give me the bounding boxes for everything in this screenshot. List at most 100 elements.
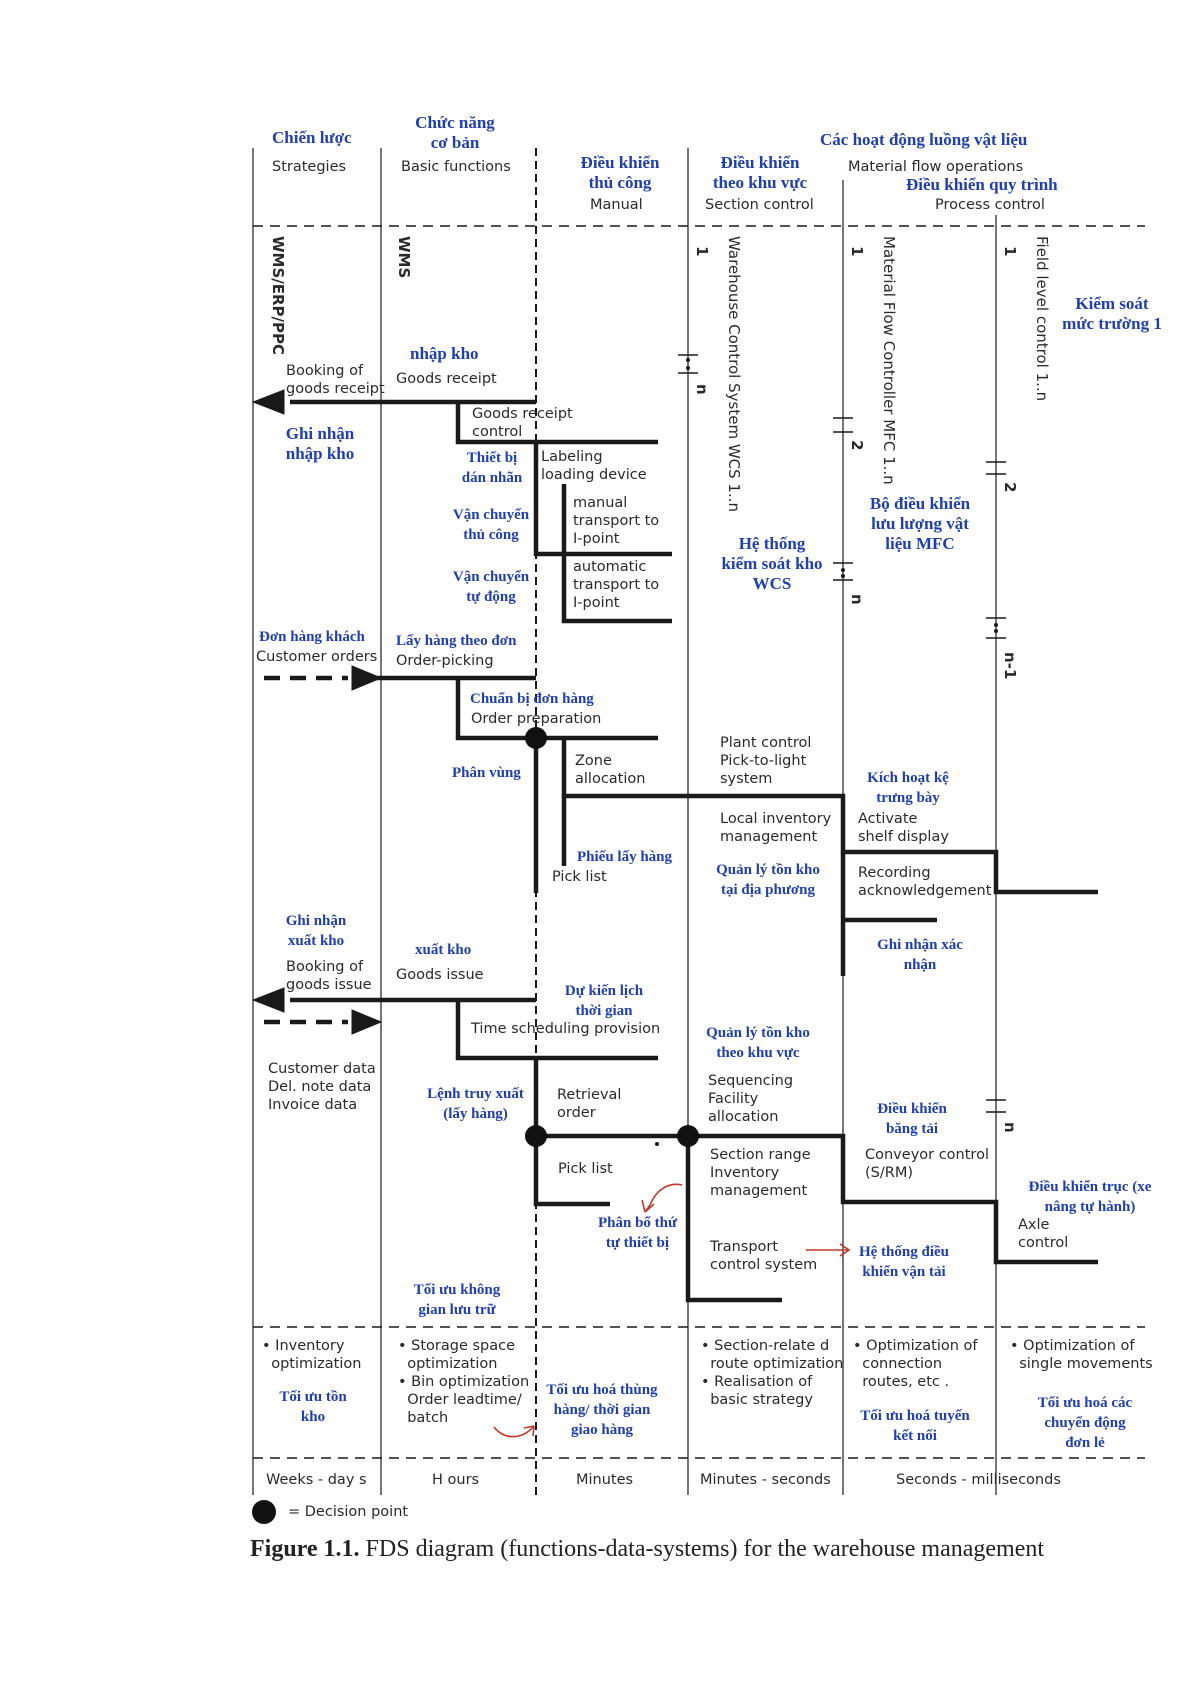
vn-quy-trinh: Điều khiển quy trình bbox=[906, 175, 1058, 194]
label-pick-list-2: Pick list bbox=[558, 1161, 613, 1177]
vertical-mfc: Material Flow Controller MFC 1..n bbox=[880, 236, 898, 485]
label-goods-issue: Goods issue bbox=[396, 967, 484, 983]
header-process-control: Process control bbox=[935, 197, 1045, 213]
time-minutes-seconds: Minutes - seconds bbox=[700, 1472, 831, 1488]
vn-phieu-lay: Phiếu lấy hàng bbox=[577, 849, 673, 865]
vertical-wms-erp: WMS/ERP/PPC bbox=[269, 236, 287, 356]
flow-labeling bbox=[533, 442, 672, 557]
field-index-1: 1 bbox=[1001, 246, 1019, 257]
flow-section-range bbox=[685, 1136, 782, 1303]
flow-time-scheduling bbox=[455, 1000, 658, 1061]
opt-connection: • Optimization of connection routes, etc… bbox=[853, 1338, 978, 1390]
wcs-index-n: n bbox=[693, 384, 711, 395]
field-index-n: n bbox=[1001, 1122, 1019, 1133]
opt-inventory: • Inventory optimization bbox=[262, 1338, 362, 1372]
vertical-wcs: Warehouse Control System WCS 1..n bbox=[725, 236, 743, 513]
label-order-preparation: Order preparation bbox=[471, 711, 602, 727]
label-time-scheduling: Time scheduling provision bbox=[471, 1021, 661, 1037]
header-manual: Manual bbox=[590, 197, 643, 213]
opt-section: • Section-relate d route optimization• R… bbox=[701, 1338, 844, 1408]
arrow-booking-receipt bbox=[251, 389, 285, 415]
time-minutes: Minutes bbox=[576, 1472, 634, 1488]
field-index-n1: n-1 bbox=[1001, 652, 1019, 680]
decision-point-sequencing bbox=[677, 1125, 699, 1147]
time-hours: H ours bbox=[432, 1472, 480, 1488]
mfc-index-n: n bbox=[848, 594, 866, 605]
vn-phan-vung: Phân vùng bbox=[452, 765, 521, 781]
field-index-2: 2 bbox=[1001, 482, 1019, 493]
flow-receipt-control bbox=[455, 402, 658, 445]
vn-xuat-kho: xuất kho bbox=[415, 942, 472, 958]
flow-order-prep bbox=[455, 678, 658, 741]
mfc-index-2: 2 bbox=[848, 440, 866, 451]
time-seconds-ms: Seconds - milliseconds bbox=[896, 1472, 1061, 1488]
vn-don-hang: Đơn hàng khách bbox=[259, 629, 365, 645]
vn-lay-hang: Lấy hàng theo đơn bbox=[396, 633, 517, 649]
header-material-flow: Material flow operations bbox=[848, 159, 1024, 175]
vn-hoat-dong: Các hoạt động luồng vật liệu bbox=[820, 130, 1028, 149]
label-goods-receipt: Goods receipt bbox=[396, 371, 497, 387]
decision-point-order-prep bbox=[525, 727, 547, 749]
vn-chuan-bi: Chuẩn bị đơn hàng bbox=[470, 691, 594, 707]
flow-retrieval bbox=[533, 1058, 610, 1207]
legend-decision-point: = Decision point bbox=[288, 1504, 409, 1520]
flow-manual-transport bbox=[561, 484, 672, 624]
decision-point-retrieval bbox=[525, 1125, 547, 1147]
vertical-wms: WMS bbox=[395, 236, 413, 279]
vertical-field: Field level control 1..n bbox=[1033, 236, 1051, 402]
vn-chien-luoc: Chiến lược bbox=[272, 128, 352, 147]
header-strategies: Strategies bbox=[272, 159, 347, 175]
arrow-customer-orders bbox=[351, 665, 383, 691]
figure-caption: Figure 1.1. FDS diagram (functions-data-… bbox=[250, 1536, 1045, 1562]
vn-lenh-truy-xuat: Lệnh truy xuất(lấy hàng) bbox=[427, 1086, 524, 1122]
time-weeks: Weeks - day s bbox=[266, 1472, 367, 1488]
header-section-control: Section control bbox=[705, 197, 814, 213]
legend-decision-dot bbox=[252, 1500, 276, 1524]
opt-storage: • Storage space optimization• Bin optimi… bbox=[398, 1338, 530, 1426]
label-conveyor: Conveyor control(S/RM) bbox=[865, 1147, 989, 1181]
opt-single: • Optimization of single movements bbox=[1010, 1338, 1153, 1372]
vn-nhap-kho: nhập kho bbox=[410, 344, 479, 363]
